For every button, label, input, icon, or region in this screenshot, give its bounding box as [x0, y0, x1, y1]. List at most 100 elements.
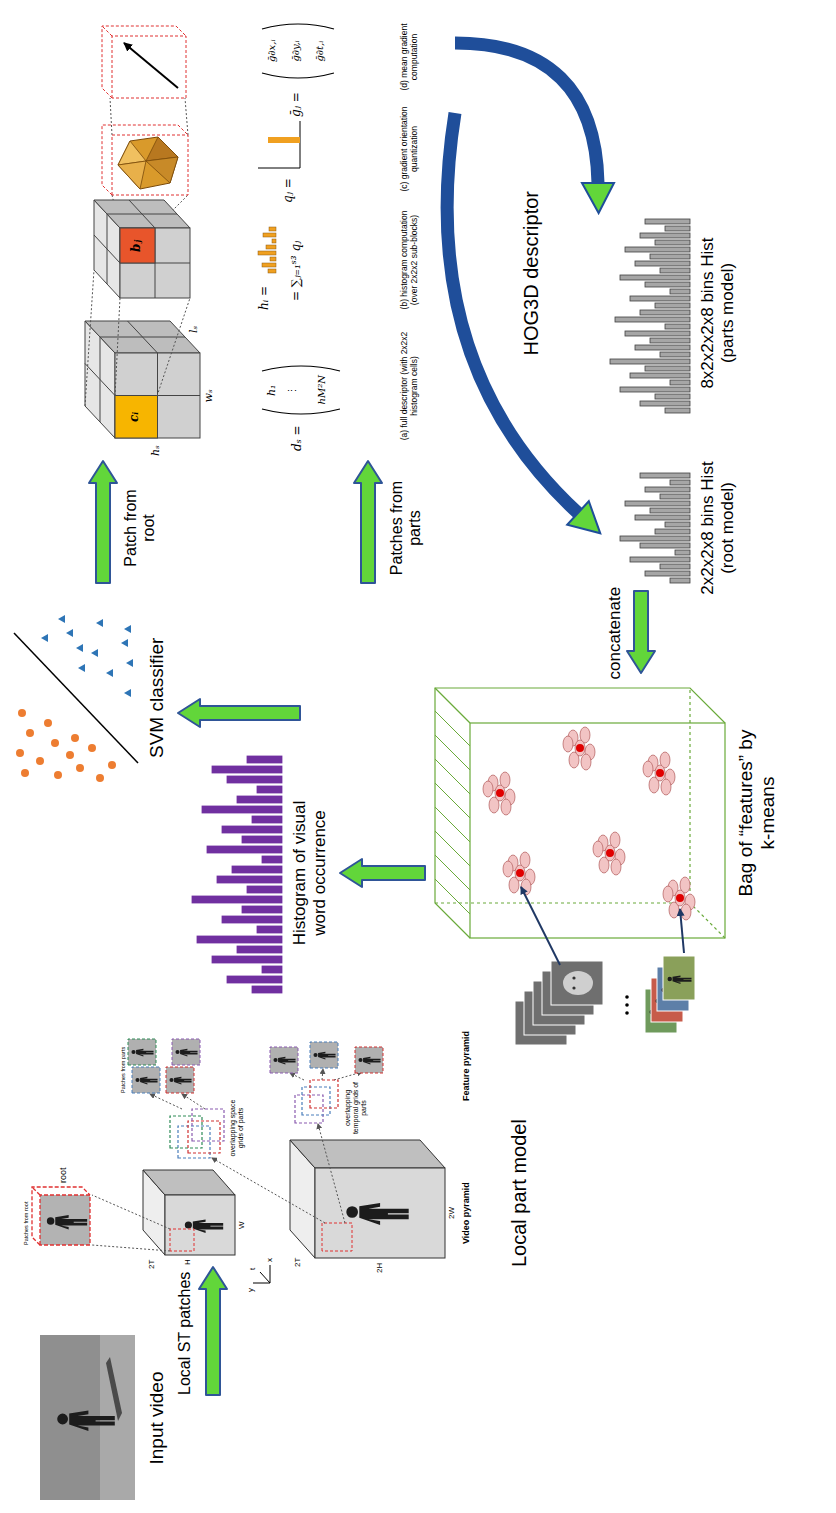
histogram-bar	[650, 254, 690, 259]
part-patch	[132, 1067, 160, 1093]
figure-label: Feature pyramid	[461, 1031, 471, 1101]
math-label: ḡⱼ =	[290, 92, 304, 117]
math-label: hᵢ =	[258, 286, 272, 310]
video-cube	[290, 1140, 445, 1168]
subfigure-caption: (c) gradient orientation quantization	[400, 101, 420, 197]
histogram-bar	[635, 345, 690, 350]
orientation-polyhedron	[146, 157, 178, 183]
histogram-bar	[620, 536, 690, 541]
stage-label: Patch from root	[122, 478, 159, 578]
leader-line	[150, 1094, 182, 1109]
pedestrian-image	[668, 976, 692, 985]
math-label: = ∑ⱼ₌₁ˢ³ qⱼ	[290, 241, 304, 301]
curved-arrow	[582, 183, 614, 213]
root-patch	[40, 1195, 90, 1245]
math-label: lₛ	[188, 326, 201, 333]
class-point	[26, 729, 34, 737]
feature-point	[605, 845, 615, 861]
leader-line	[115, 298, 120, 396]
leader-line	[85, 98, 190, 406]
flow-arrow	[199, 1267, 227, 1395]
feature-point	[483, 781, 493, 797]
cluster-center	[606, 849, 614, 857]
subfigure-caption: (a) full descriptor (with 2x2x2 histogra…	[400, 322, 420, 450]
class-point	[96, 619, 103, 627]
dimension-label: 2T	[147, 1260, 156, 1269]
class-point	[88, 744, 96, 752]
face-image	[572, 976, 575, 979]
histogram-bar	[640, 310, 690, 315]
axis-icon	[253, 1283, 270, 1284]
class-point	[106, 669, 113, 677]
video-cube	[143, 1170, 235, 1255]
feature-space-box	[435, 688, 470, 723]
input-video-frame	[40, 1335, 135, 1500]
mean-gradient-cube	[124, 43, 178, 88]
descriptor-cube	[120, 228, 155, 263]
video-cube	[315, 1168, 445, 1258]
histogram-bar	[645, 282, 690, 287]
kmeans-cluster	[483, 727, 695, 920]
descriptor-cube	[115, 396, 158, 439]
histogram-bar	[645, 366, 690, 371]
space-grid	[188, 1121, 220, 1153]
grid-line	[435, 711, 470, 746]
root-patch	[32, 1187, 90, 1245]
feature-point	[575, 740, 585, 756]
histogram-bar	[645, 571, 690, 576]
histogram-bar	[650, 508, 690, 513]
bin-histogram	[610, 219, 690, 413]
histogram-bar	[640, 233, 690, 238]
math-label: ḡ∂y,ᵢ	[290, 40, 302, 61]
flow-arrow	[340, 859, 425, 887]
histogram-bar	[197, 936, 282, 943]
descriptor-cube	[94, 200, 190, 298]
class-point	[18, 709, 26, 717]
part-patch	[313, 1052, 335, 1060]
class-point	[54, 771, 62, 779]
feature-point	[501, 799, 511, 815]
feature-space-box	[435, 902, 690, 903]
orientation-polyhedron	[118, 161, 146, 189]
histogram-bar	[655, 394, 690, 399]
flow-arrow	[89, 461, 655, 1395]
leader-arrow	[521, 887, 684, 965]
mini-histogram	[266, 245, 276, 249]
class-point	[71, 734, 79, 742]
part-patch	[135, 1077, 157, 1085]
class-point	[91, 649, 98, 657]
histogram-bar	[630, 296, 690, 301]
feature-point	[611, 859, 621, 875]
histogram-bar	[670, 289, 690, 294]
stage-label: 2x2x2x8 bins Hist (root model)	[698, 453, 737, 603]
histogram-bar	[670, 480, 690, 485]
formula-bracket	[262, 24, 340, 414]
part-patch	[166, 1067, 194, 1093]
ellipsis-dots	[625, 1011, 629, 1015]
histogram-bar	[237, 796, 282, 803]
face-image	[572, 986, 575, 989]
histogram-bar	[257, 786, 282, 793]
math-label: h₁	[266, 385, 279, 397]
part-patch	[169, 1077, 191, 1085]
class-point	[108, 761, 116, 769]
quantization-plot	[258, 121, 300, 168]
histogram-bar	[675, 550, 690, 555]
stage-label: Local ST patches	[176, 1272, 194, 1395]
descriptor-cube	[85, 321, 200, 438]
part-patch	[166, 1067, 194, 1093]
part-patch	[131, 1049, 153, 1057]
leader-line	[322, 1069, 323, 1080]
figure-label: Patches from root	[23, 1202, 29, 1245]
leader-line	[318, 1124, 345, 1223]
leader-line	[290, 1073, 304, 1080]
mean-gradient-cube	[102, 26, 112, 36]
temporal-grid	[310, 1080, 338, 1108]
leader-line	[212, 1158, 325, 1223]
feature-point	[593, 841, 603, 857]
math-label: bⱼ	[130, 240, 144, 252]
figure-label: root	[58, 1167, 68, 1183]
class-point	[36, 757, 44, 765]
